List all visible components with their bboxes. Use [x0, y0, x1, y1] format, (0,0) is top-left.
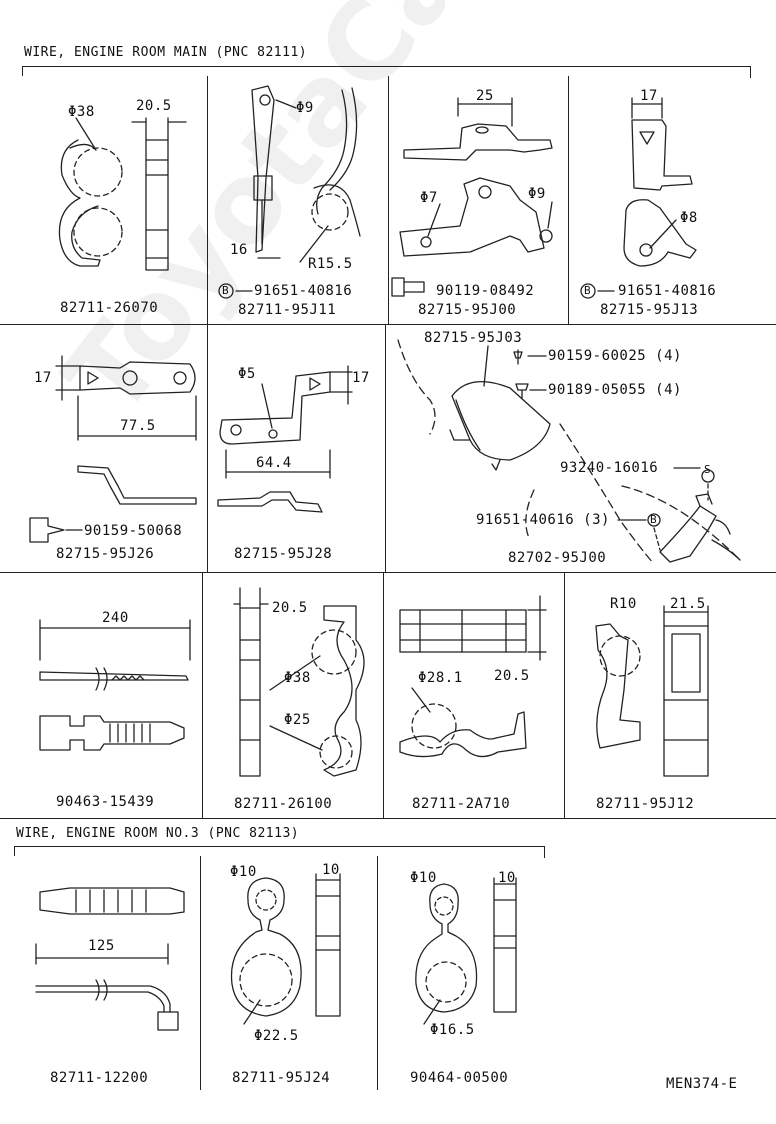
col-divider-10: [377, 856, 378, 1090]
bracket-82715-95J13-drawing: [623, 97, 697, 267]
p5-bolt-number: 90159-50068: [84, 523, 183, 539]
p5-dim-length: 77.5: [120, 418, 156, 434]
section2-left-tick: [14, 846, 15, 856]
col-divider-5: [385, 324, 386, 572]
p14-dim-width: 10: [498, 870, 516, 886]
col-divider-4: [207, 324, 208, 572]
p5-part-number: 82715-95J26: [56, 546, 155, 562]
p6-dim-height: 17: [352, 370, 370, 386]
p7-label-screw: 90159-60025 (4): [548, 348, 682, 364]
bracket-82711-95J11-drawing: [251, 85, 361, 263]
p2-bolt-number: 91651-40816: [254, 283, 353, 299]
p13-dim-width: 10: [322, 862, 340, 878]
col-divider-2: [388, 76, 389, 324]
row1-divider: [0, 324, 776, 325]
p8-dim-length: 240: [102, 610, 129, 626]
p4-dim-hole: Φ8: [680, 210, 698, 226]
p2-dim-width: 16: [230, 242, 248, 258]
tie-90463-15439-drawing: [39, 619, 191, 751]
clamp-90464-00500-drawing: [415, 877, 517, 1025]
col-divider-8: [564, 572, 565, 818]
p9-dim-diameter-large: Φ38: [284, 670, 311, 686]
col-divider-9: [200, 856, 201, 1090]
p3-bolt-number: 90119-08492: [436, 283, 535, 299]
section2-title: WIRE, ENGINE ROOM NO.3 (PNC 82113): [16, 826, 300, 841]
clamp-82711-26070-drawing: [58, 117, 187, 271]
bracket-82715-95J26-drawing: [29, 355, 197, 543]
p3-dim-hole-small: Φ7: [420, 190, 438, 206]
p3-dim-width: 25: [476, 88, 494, 104]
p1-dim-diameter: Φ38: [68, 104, 95, 120]
p13-part-number: 82711-95J24: [232, 1070, 331, 1086]
p9-dim-diameter-small: Φ25: [284, 712, 311, 728]
p1-dim-width: 20.5: [136, 98, 172, 114]
tie-82711-12200-drawing: [35, 887, 185, 1031]
col-divider-6: [202, 572, 203, 818]
clamp-82711-95J12-drawing: [595, 605, 709, 777]
p3-dim-hole-large: Φ9: [528, 186, 546, 202]
p7-b-marker: B: [650, 513, 658, 526]
p8-part-number: 90463-15439: [56, 794, 155, 810]
p5-dim-height: 17: [34, 370, 52, 386]
row3-divider: [0, 818, 776, 819]
p7-s-marker: S: [704, 463, 712, 476]
p14-part-number: 90464-00500: [410, 1070, 509, 1086]
row2-divider: [0, 572, 776, 573]
p13-dim-diameter-large: Φ22.5: [254, 1028, 299, 1044]
p9-dim-width: 20.5: [272, 600, 308, 616]
section2-top-rule: [14, 846, 544, 847]
col-divider-7: [383, 572, 384, 818]
p12-part-number: 82711-12200: [50, 1070, 149, 1086]
p4-bolt-marker: B: [584, 284, 592, 297]
p10-dim-height: 20.5: [494, 668, 530, 684]
p6-dim-hole: Φ5: [238, 366, 256, 382]
p7-label-clip: 90189-05055 (4): [548, 382, 682, 398]
p9-part-number: 82711-26100: [234, 796, 333, 812]
col-divider-3: [568, 76, 569, 324]
p2-dim-hole: Φ9: [296, 100, 314, 116]
p4-bolt-number: 91651-40816: [618, 283, 717, 299]
p6-dim-length: 64.4: [256, 455, 292, 471]
p7-label-connector: 93240-16016: [560, 460, 659, 476]
p4-dim-width: 17: [640, 88, 658, 104]
p11-dim-radius: R10: [610, 596, 637, 612]
section1-left-tick: [22, 66, 23, 76]
p3-part-number: 82715-95J00: [418, 302, 517, 318]
p7-label-bolt: 91651-40616 (3): [476, 512, 610, 528]
p1-part-number: 82711-26070: [60, 300, 159, 316]
figure-code: MEN374-E: [666, 1076, 738, 1092]
p11-dim-width: 21.5: [670, 596, 706, 612]
clamp-82711-26100-drawing: [233, 587, 365, 777]
p13-dim-diameter-small: Φ10: [230, 864, 257, 880]
p7-label-bracket: 82702-95J00: [508, 550, 607, 566]
col-divider-1: [207, 76, 208, 324]
p12-dim-length: 125: [88, 938, 115, 954]
assembly-82715-95J03-drawing: [397, 339, 741, 565]
p7-label-cover: 82715-95J03: [424, 330, 523, 346]
bolt-markers-row1: [218, 283, 615, 299]
p2-bolt-marker: B: [222, 284, 230, 297]
p10-part-number: 82711-2A710: [412, 796, 511, 812]
p2-dim-radius: R15.5: [308, 256, 353, 272]
p4-part-number: 82715-95J13: [600, 302, 699, 318]
p10-dim-diameter: Φ28.1: [418, 670, 463, 686]
p11-part-number: 82711-95J12: [596, 796, 695, 812]
bracket-82715-95J28-drawing: [217, 365, 353, 513]
section1-top-rule: [22, 66, 750, 67]
clamp-82711-95J24-drawing: [230, 873, 341, 1025]
clamp-82711-2A710-drawing: [399, 595, 547, 758]
section2-right-tick: [544, 846, 545, 858]
bracket-82715-95J00-drawing: [391, 97, 553, 297]
p6-part-number: 82715-95J28: [234, 546, 333, 562]
p2-part-number: 82711-95J11: [238, 302, 337, 318]
section1-title: WIRE, ENGINE ROOM MAIN (PNC 82111): [24, 45, 308, 60]
p14-dim-diameter-small: Φ10: [410, 870, 437, 886]
p14-dim-diameter-large: Φ16.5: [430, 1022, 475, 1038]
section1-right-tick: [750, 66, 751, 78]
